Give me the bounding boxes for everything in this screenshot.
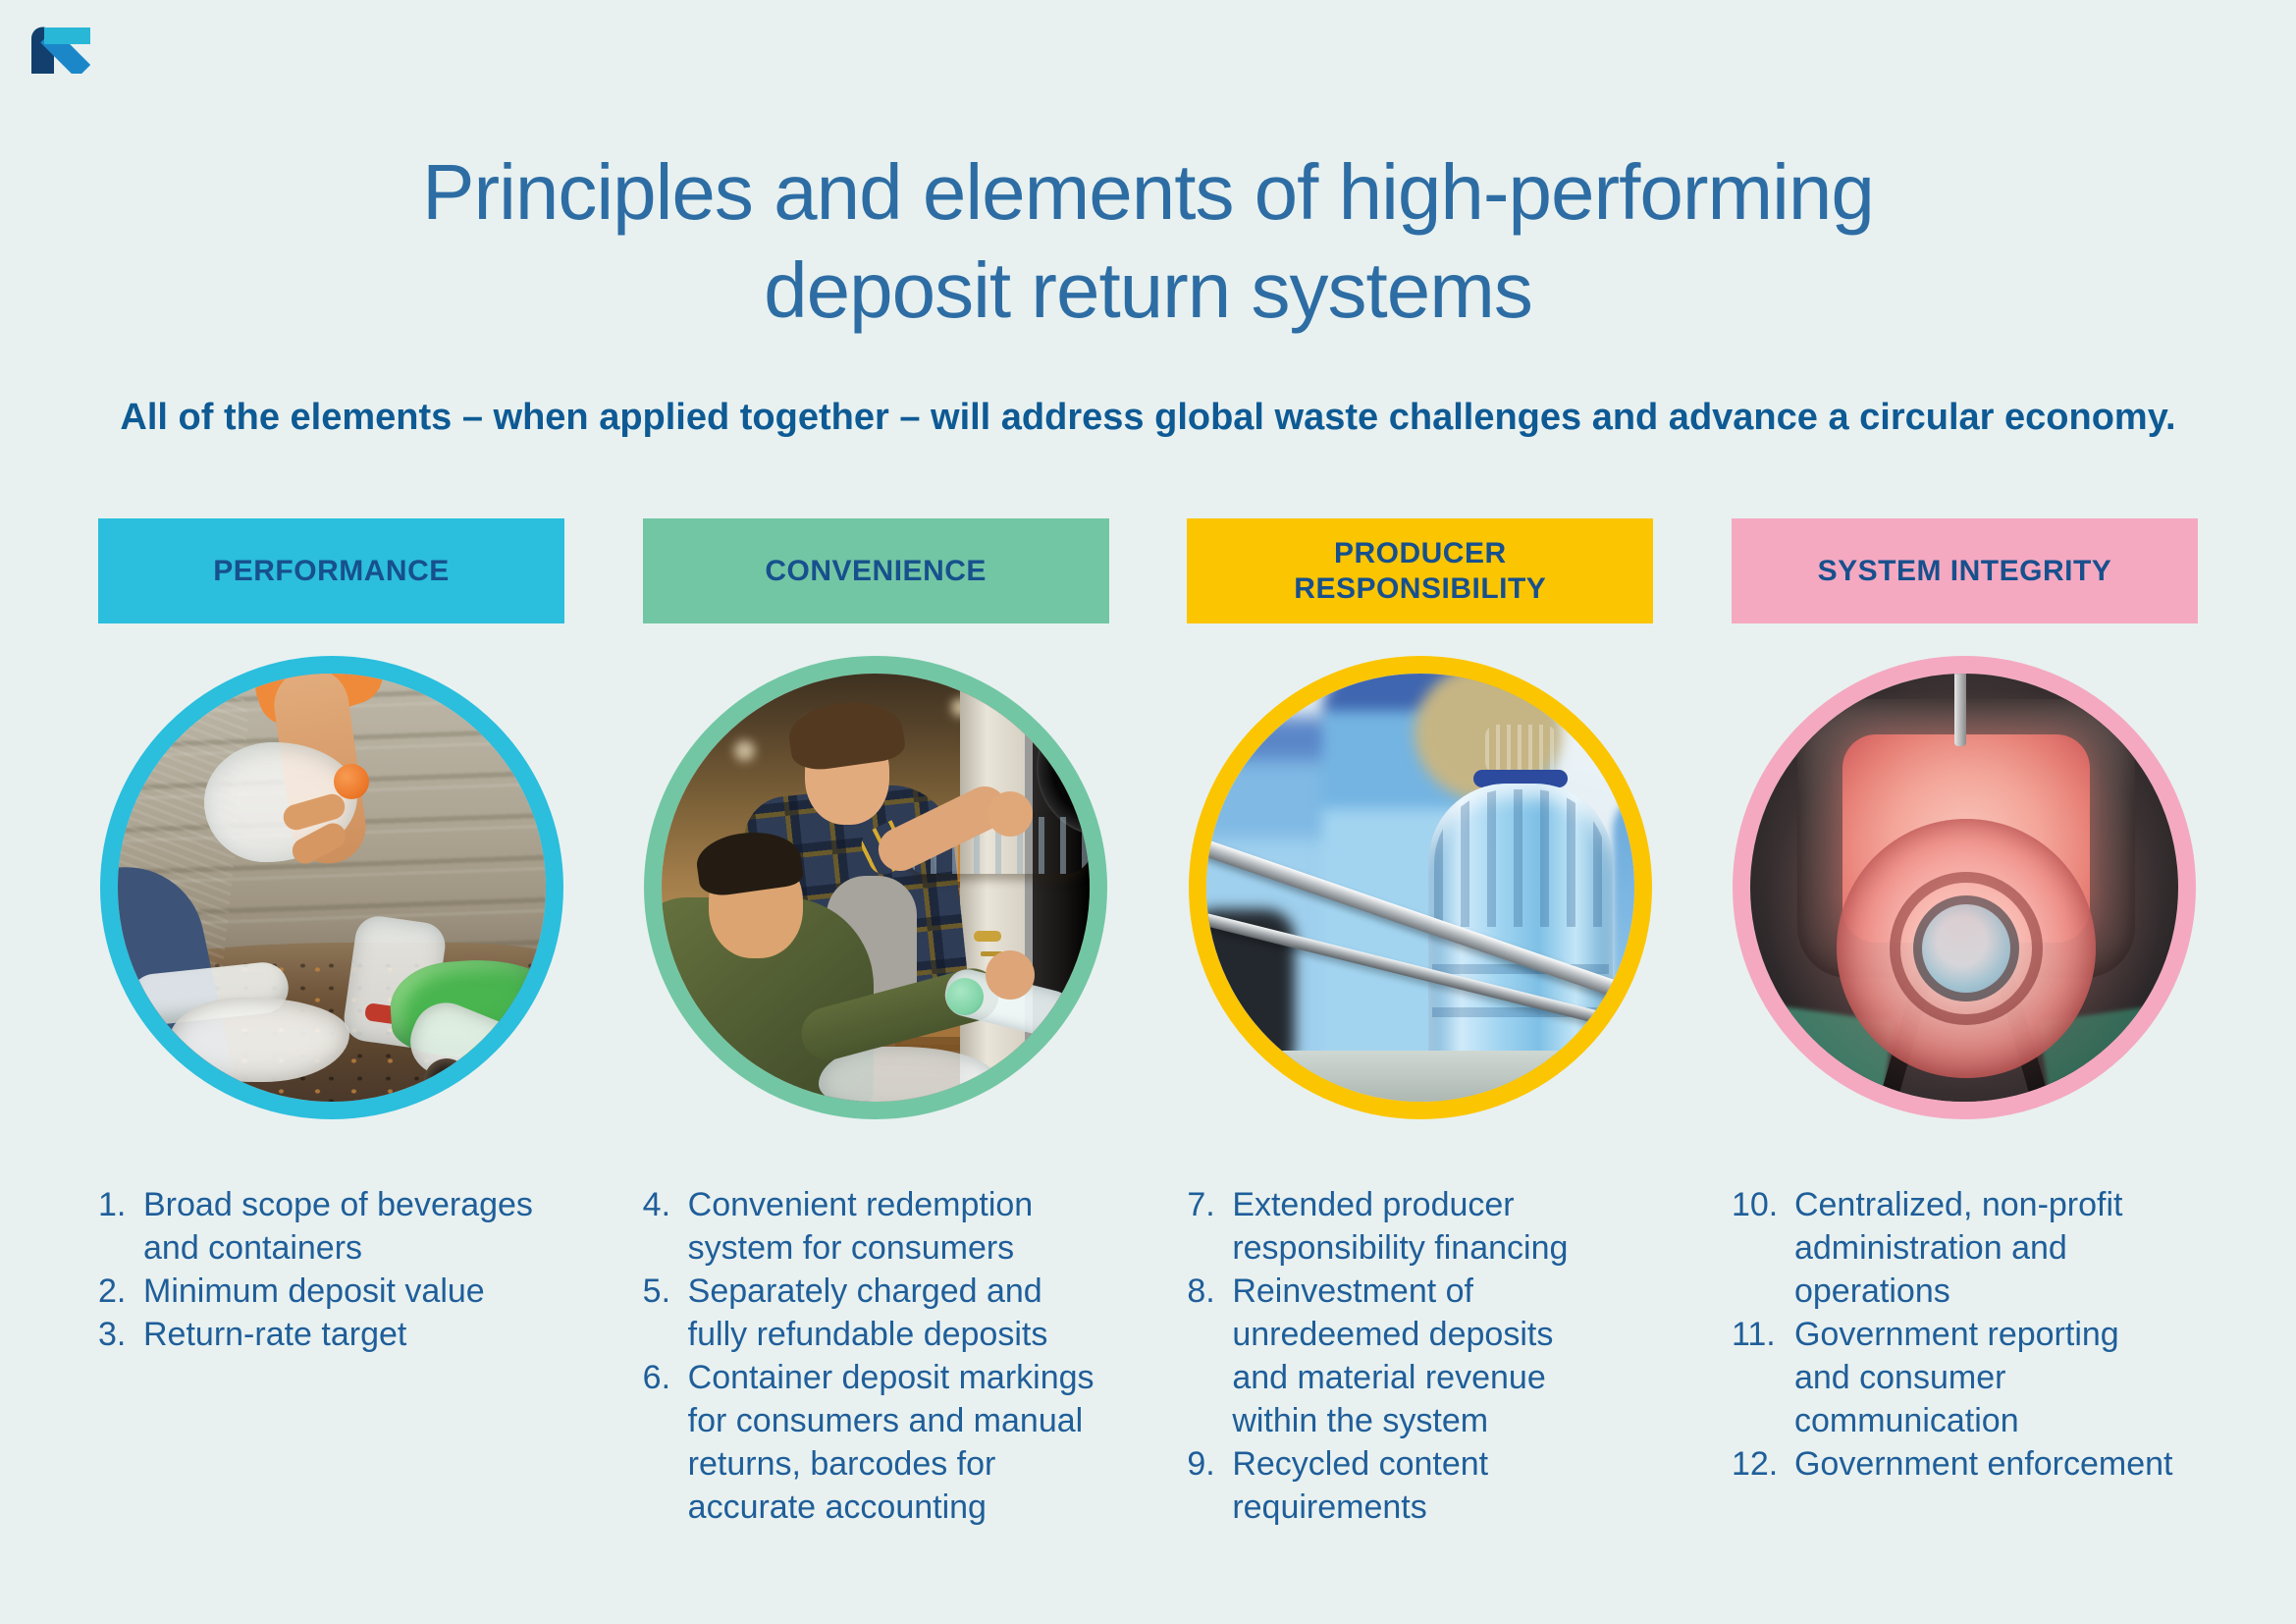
item-number: 2.: [98, 1272, 127, 1310]
item-number: 10.: [1731, 1186, 1779, 1223]
item-text: Broad scope of beverages and containers: [143, 1186, 533, 1267]
item-text: Return-rate target: [143, 1316, 407, 1353]
element-list-system-integrity: 10. Centralized, non-profit administrati…: [1732, 1183, 2198, 1486]
item-text: Government enforcement: [1793, 1445, 2173, 1483]
column-header-system-integrity: SYSTEM INTEGRITY: [1731, 518, 2198, 623]
list-item: 3. Return-rate target: [98, 1313, 564, 1356]
bag-of-bottles: [819, 1047, 996, 1102]
item-number: 11.: [1731, 1316, 1776, 1353]
item-text: Separately charged and fully refundable …: [687, 1272, 1048, 1353]
reverse-vending-store-illustration: [662, 674, 1091, 1102]
bottle-cap-blue: [1484, 725, 1556, 774]
list-item: 7. Extended producer responsibility fina…: [1187, 1183, 1653, 1270]
reloop-logo: [31, 27, 90, 74]
column-header-producer-responsibility: PRODUCER RESPONSIBILITY: [1187, 518, 1654, 623]
item-number: 9.: [1187, 1445, 1215, 1483]
item-text: Government reporting and consumer commun…: [1793, 1316, 2119, 1439]
machine-interior-illustration: [1750, 674, 2179, 1102]
page-title-line2: deposit return systems: [764, 246, 1533, 334]
door-handle: [974, 931, 1002, 942]
item-text: Minimum deposit value: [143, 1272, 485, 1310]
hand-holding-bottle: [986, 950, 1036, 1000]
column-convenience: CONVENIENCE: [642, 518, 1109, 1529]
item-text: Reinvestment of unredeemed deposits and …: [1232, 1272, 1554, 1439]
element-list-performance: 1. Broad scope of beverages and containe…: [98, 1183, 564, 1356]
list-item: 1. Broad scope of beverages and containe…: [98, 1183, 564, 1270]
logo-cyan-bar: [44, 27, 90, 44]
photo-system-integrity: [1733, 656, 2197, 1119]
photo-convenience: [644, 656, 1108, 1119]
item-text: Centralized, non-profit administration a…: [1793, 1186, 2123, 1310]
list-item: 10. Centralized, non-profit administrati…: [1732, 1183, 2198, 1313]
green-bottle-cap: [946, 978, 985, 1015]
ground-bottle-crushed: [168, 998, 349, 1082]
hand-at-machine: [988, 791, 1034, 837]
list-item: 9. Recycled content requirements: [1187, 1442, 1653, 1529]
item-text: Recycled content requirements: [1232, 1445, 1489, 1526]
column-header-performance: PERFORMANCE: [98, 518, 564, 623]
column-producer-responsibility: PRODUCER RESPONSIBILITY: [1187, 518, 1654, 1529]
element-list-producer-responsibility: 7. Extended producer responsibility fina…: [1187, 1183, 1653, 1529]
item-text: Convenient redemption system for consume…: [687, 1186, 1034, 1267]
orange-bottle-cap: [333, 764, 369, 799]
photo-performance: [99, 656, 563, 1119]
element-list-convenience: 4. Convenient redemption system for cons…: [643, 1183, 1109, 1529]
bottle-shoulder-flutes: [1433, 789, 1607, 927]
list-item: 8. Reinvestment of unredeemed deposits a…: [1187, 1270, 1653, 1442]
page-title: Principles and elements of high-performi…: [0, 143, 2296, 340]
blue-bottle-cap: [1913, 895, 2020, 1001]
bottle-neck-ring: [1472, 770, 1568, 787]
metal-rod: [1954, 674, 1967, 746]
conveyor-belt: [1205, 1051, 1634, 1102]
item-number: 12.: [1731, 1445, 1779, 1483]
bottle-neck-ring: [1890, 872, 2044, 1025]
bottling-line-illustration: [1205, 674, 1634, 1102]
item-text: Extended producer responsibility financi…: [1232, 1186, 1569, 1267]
item-number: 6.: [642, 1359, 671, 1396]
page-subtitle: All of the elements – when applied toget…: [120, 397, 2176, 438]
list-item: 2. Minimum deposit value: [98, 1270, 564, 1313]
list-item: 4. Convenient redemption system for cons…: [643, 1183, 1109, 1270]
item-number: 4.: [642, 1186, 671, 1223]
column-performance: PERFORMANCE: [98, 518, 564, 1529]
item-number: 8.: [1187, 1272, 1215, 1310]
list-item: 6. Container deposit markings for consum…: [643, 1356, 1109, 1529]
item-number: 7.: [1187, 1186, 1215, 1223]
shoreline-litter-illustration: [117, 674, 546, 1102]
bottle-opening: [423, 1058, 469, 1102]
list-item: 5. Separately charged and fully refundab…: [643, 1270, 1109, 1356]
item-number: 5.: [642, 1272, 671, 1310]
item-text: Container deposit markings for consumers…: [687, 1359, 1095, 1526]
photo-producer-responsibility: [1188, 656, 1652, 1119]
column-header-convenience: CONVENIENCE: [642, 518, 1109, 623]
page-title-line1: Principles and elements of high-performi…: [422, 148, 1875, 236]
item-number: 3.: [98, 1316, 127, 1353]
list-item: 11. Government reporting and consumer co…: [1732, 1313, 2198, 1442]
column-system-integrity: SYSTEM INTEGRITY: [1731, 518, 2198, 1529]
item-number: 1.: [98, 1186, 127, 1223]
columns-row: PERFORMANCE: [98, 518, 2198, 1529]
pink-label-band: [498, 1015, 546, 1064]
door: [960, 674, 1028, 1102]
list-item: 12. Government enforcement: [1732, 1442, 2198, 1486]
partial-bottle-right: [1612, 791, 1634, 1086]
